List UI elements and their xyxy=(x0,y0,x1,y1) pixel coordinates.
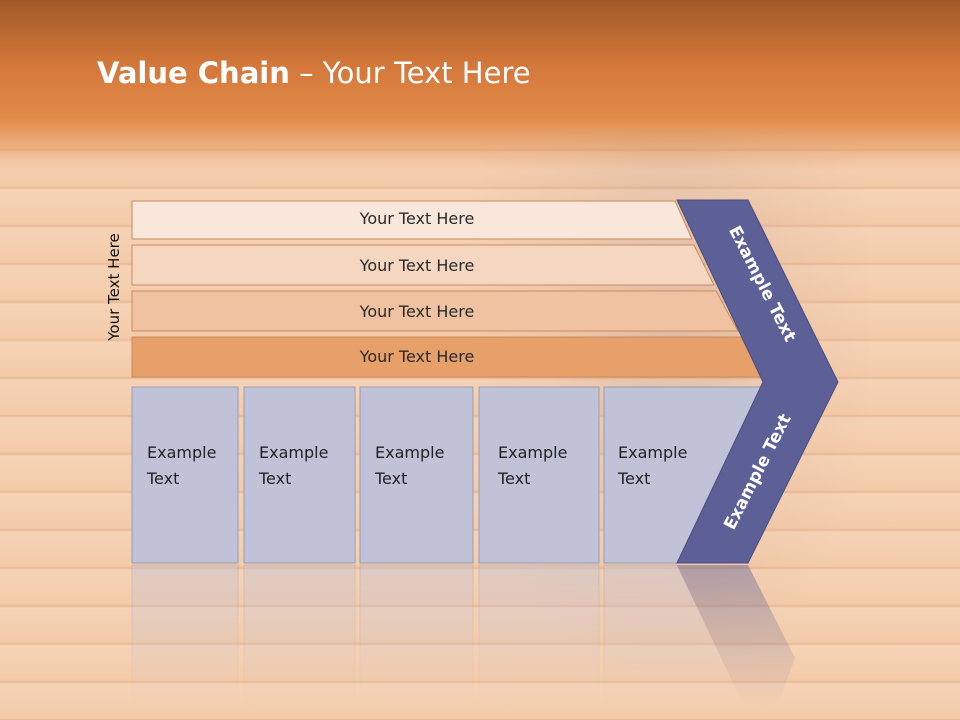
cell-5-line1: Example xyxy=(618,443,688,462)
row-1-shape[interactable] xyxy=(131,200,693,240)
side-label: Your Text Here xyxy=(105,233,123,341)
cell-3-line1: Example xyxy=(375,443,445,462)
cell-2-shape[interactable] xyxy=(243,386,356,564)
cell-2-line1: Example xyxy=(259,443,329,462)
header-band xyxy=(0,0,960,170)
row-1-label: Your Text Here xyxy=(359,209,475,228)
row-3-label: Your Text Here xyxy=(359,302,475,321)
cell-2-line2: Text xyxy=(259,469,292,488)
cell-4-shape[interactable] xyxy=(478,386,600,564)
cell-2-label: Example Text xyxy=(259,440,328,492)
slide-title[interactable]: Value Chain – Your Text Here xyxy=(97,56,531,90)
cell-5-line2: Text xyxy=(618,469,651,488)
cell-3-shape[interactable] xyxy=(359,386,474,564)
cell-3-label: Example Text xyxy=(375,440,444,492)
reflection xyxy=(131,564,795,720)
row-4-label: Your Text Here xyxy=(359,347,475,366)
cell-1-label: Example Text xyxy=(147,440,216,492)
cell-1-line2: Text xyxy=(147,469,180,488)
cell-5-label: Example Text xyxy=(618,440,687,492)
row-2-label: Your Text Here xyxy=(359,256,475,275)
cell-1-line1: Example xyxy=(147,443,217,462)
row-2-shape[interactable] xyxy=(131,244,715,286)
title-bold: Value Chain xyxy=(97,56,290,90)
cell-4-line2: Text xyxy=(498,469,531,488)
title-rest: – Your Text Here xyxy=(289,56,531,90)
row-3-shape[interactable] xyxy=(131,290,739,332)
cell-4-line1: Example xyxy=(498,443,568,462)
cell-3-line2: Text xyxy=(375,469,408,488)
cell-1-shape[interactable] xyxy=(131,386,239,564)
cell-4-label: Example Text xyxy=(498,440,567,492)
chevron-shape[interactable] xyxy=(676,199,839,564)
